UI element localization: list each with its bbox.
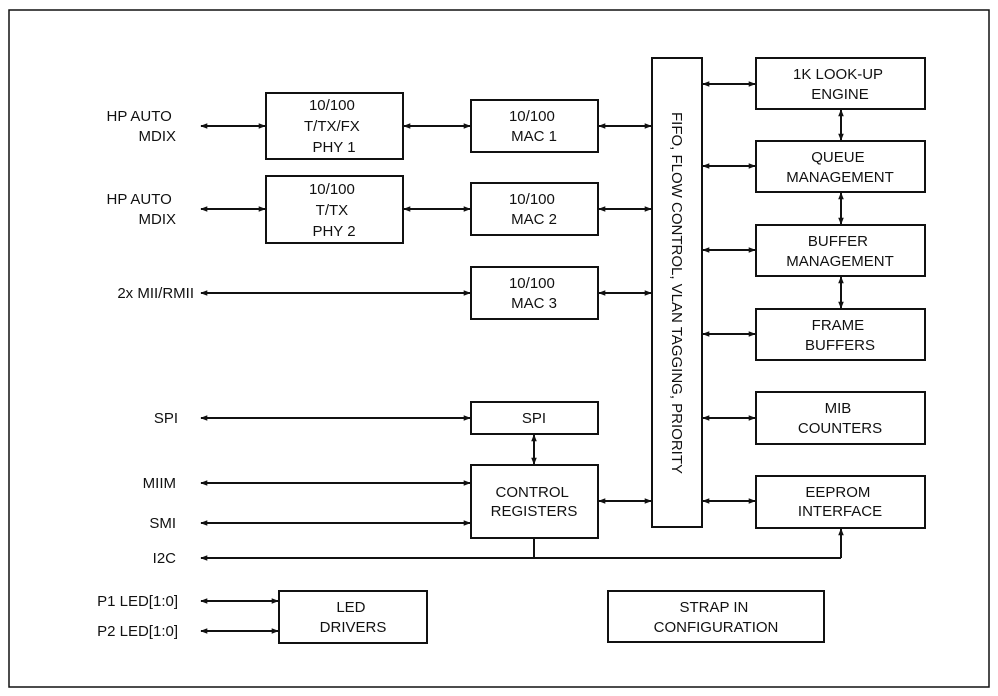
queue-management-label: QUEUE MANAGEMENT [786, 149, 894, 186]
mac3-label: 10/100 MAC 3 [509, 275, 559, 312]
eeprom-interface-label: EEPROM INTERFACE [798, 484, 882, 520]
control-registers-label: CONTROL REGISTERS [491, 484, 578, 520]
phy2-block: 10/100 T/TX PHY 2 [265, 175, 404, 244]
mib-counters-label: MIB COUNTERS [798, 400, 882, 437]
lookup-engine-label: 1K LOOK-UP ENGINE [793, 66, 887, 103]
signal-p2-led: P2 LED[1:0] [97, 623, 178, 640]
mib-counters-block: MIB COUNTERS [755, 391, 926, 445]
signal-miim: MIIM [143, 475, 176, 492]
signal-hp-auto-mdix-2: HP AUTO MDIX [107, 191, 176, 228]
signal-mii-rmii: 2x MII/RMII [117, 285, 194, 302]
fifo-label: FIFO, FLOW CONTROL, VLAN TAGGING, PRIORI… [668, 112, 685, 474]
buffer-management-label: BUFFER MANAGEMENT [786, 233, 894, 270]
frame-buffers-block: FRAME BUFFERS [755, 308, 926, 361]
buffer-management-block: BUFFER MANAGEMENT [755, 224, 926, 277]
frame-buffers-label: FRAME BUFFERS [805, 317, 875, 354]
signal-i2c: I2C [153, 550, 177, 567]
strap-configuration-block: STRAP IN CONFIGURATION [607, 590, 825, 643]
mac1-block: 10/100 MAC 1 [470, 99, 599, 153]
spi-block: SPI [470, 401, 599, 435]
lookup-engine-block: 1K LOOK-UP ENGINE [755, 57, 926, 110]
signal-p1-led: P1 LED[1:0] [97, 593, 178, 610]
led-drivers-block: LED DRIVERS [278, 590, 428, 644]
control-registers-block: CONTROL REGISTERS [470, 464, 599, 539]
connectors [200, 81, 844, 634]
signal-spi: SPI [154, 410, 178, 427]
eeprom-interface-block: EEPROM INTERFACE [755, 475, 926, 529]
mac2-block: 10/100 MAC 2 [470, 182, 599, 236]
mac1-label: 10/100 MAC 1 [509, 108, 559, 145]
signal-smi: SMI [149, 515, 176, 532]
strap-configuration-label: STRAP IN CONFIGURATION [654, 599, 779, 636]
signal-hp-auto-mdix-1: HP AUTO MDIX [107, 108, 176, 145]
mac2-label: 10/100 MAC 2 [509, 191, 559, 228]
diagram-border [8, 9, 990, 688]
phy2-label: 10/100 T/TX PHY 2 [309, 181, 359, 240]
led-drivers-label: LED DRIVERS [320, 599, 387, 636]
queue-management-block: QUEUE MANAGEMENT [755, 140, 926, 193]
phy1-label: 10/100 T/TX/FX PHY 1 [304, 97, 364, 156]
mac3-block: 10/100 MAC 3 [470, 266, 599, 320]
phy1-block: 10/100 T/TX/FX PHY 1 [265, 92, 404, 160]
spi-block-label: SPI [522, 410, 546, 427]
fifo-block: FIFO, FLOW CONTROL, VLAN TAGGING, PRIORI… [651, 57, 703, 528]
